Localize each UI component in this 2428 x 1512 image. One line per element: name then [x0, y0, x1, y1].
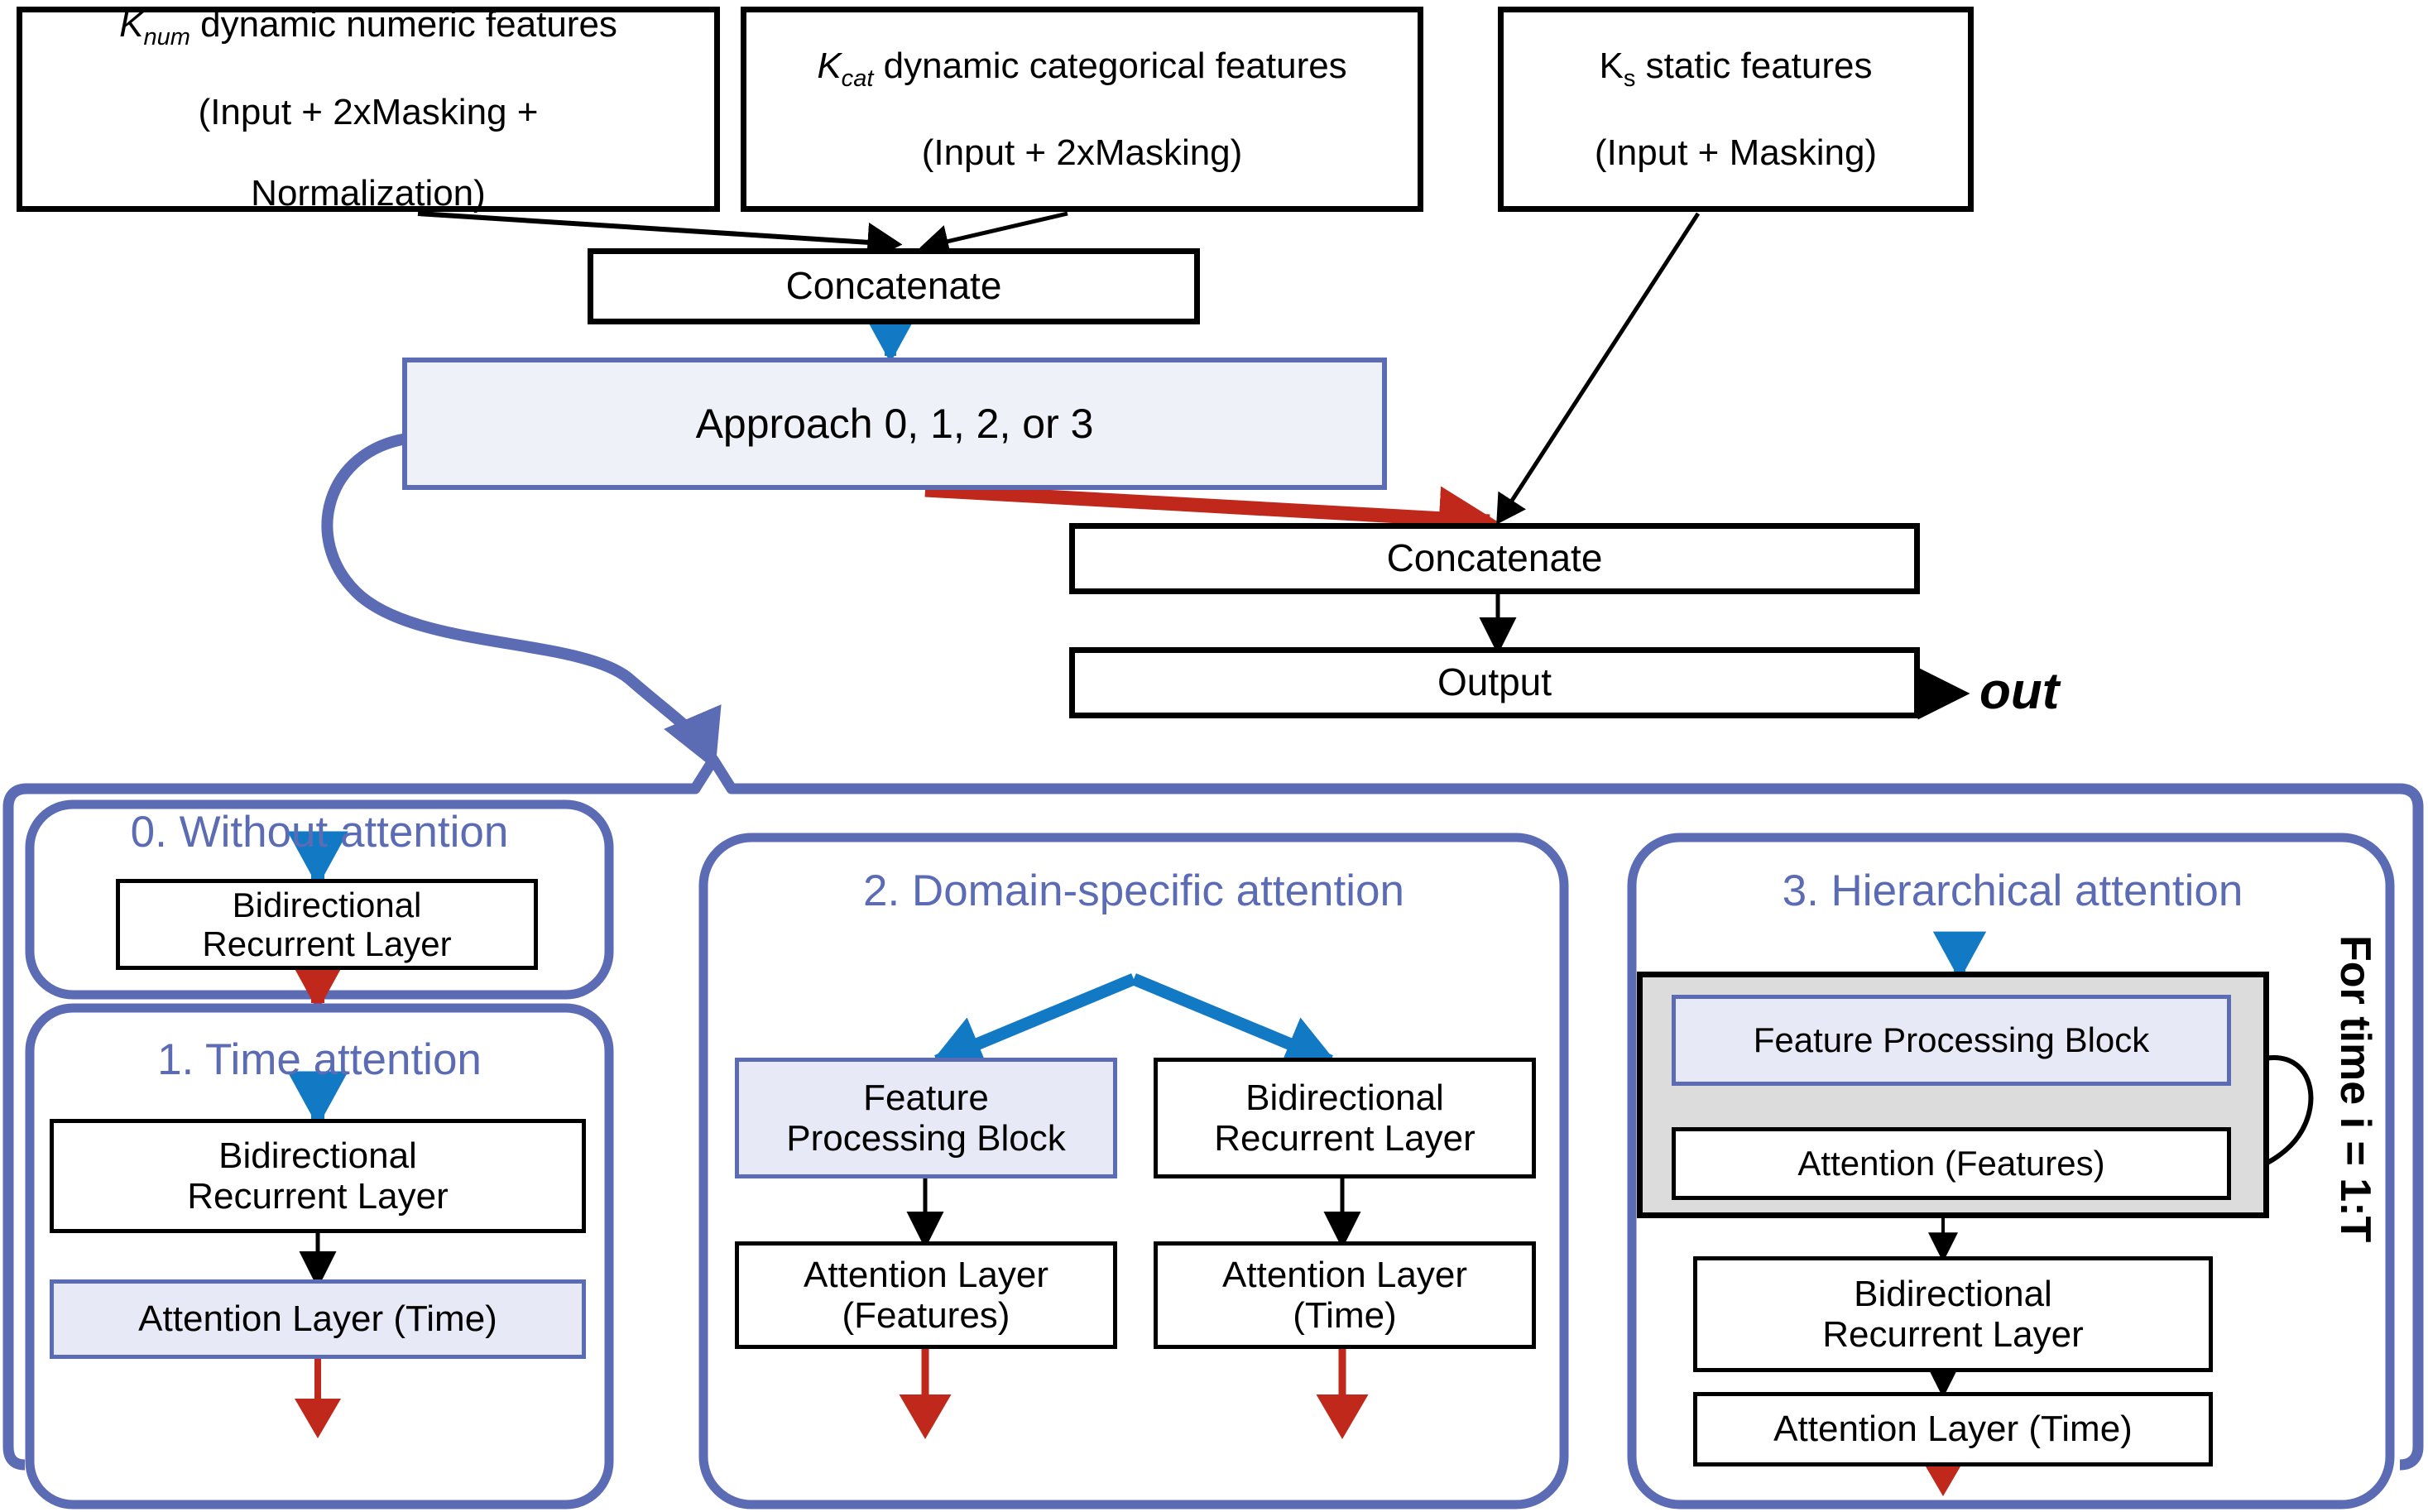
- approach-3-bidirectional-recurrent-layer: Bidirectional Recurrent Layer: [1693, 1256, 2213, 1372]
- approach-3-loop-label: For time i = 1:T: [2331, 935, 2379, 1243]
- approach-2-attention-layer-features: Attention Layer (Features): [735, 1241, 1117, 1349]
- approach-3-block-2-label: Bidirectional Recurrent Layer: [1822, 1273, 2084, 1355]
- approach-selector-box[interactable]: Approach 0, 1, 2, or 3: [402, 358, 1387, 490]
- categorical-subscript: cat: [841, 65, 874, 92]
- input-static-features-box: Ks static features (Input + Masking): [1498, 7, 1974, 212]
- output-label: Output: [1437, 660, 1552, 704]
- approaches-group-container: [2, 754, 2424, 1471]
- approach-0-block-0-label: Bidirectional Recurrent Layer: [202, 885, 452, 963]
- approach-3-block-3-label: Attention Layer (Time): [1773, 1409, 2133, 1450]
- approach-2-block-0-label: Feature Processing Block: [786, 1077, 1066, 1159]
- numeric-line3: Normalization): [251, 173, 486, 214]
- concatenate-final-label: Concatenate: [1386, 536, 1603, 580]
- concatenate-final-box: Concatenate: [1069, 523, 1920, 594]
- approach-3-block-1-label: Attention (Features): [1797, 1144, 2105, 1183]
- approach-3-attention-features: Attention (Features): [1672, 1127, 2231, 1200]
- approach-2-block-3-label: Attention Layer (Time): [1222, 1254, 1467, 1336]
- static-line2: (Input + Masking): [1594, 132, 1878, 174]
- arrow-approach-to-final-concat: [924, 482, 1499, 551]
- arrow-numeric-to-concat: [417, 211, 903, 262]
- approach-1-attention-layer-time: Attention Layer (Time): [50, 1279, 586, 1359]
- approach-2-block-2-label: Attention Layer (Features): [804, 1254, 1048, 1336]
- out-terminal-label: out: [1979, 663, 2060, 720]
- input-numeric-features-box: Knum dynamic numeric features (Input + 2…: [17, 4, 720, 214]
- categorical-symbol: K: [817, 45, 842, 86]
- static-symbol: K: [1599, 45, 1624, 86]
- approach-0-bidirectional-recurrent-layer: Bidirectional Recurrent Layer: [116, 879, 538, 970]
- static-subscript: s: [1623, 65, 1636, 92]
- categorical-line1: dynamic categorical features: [873, 45, 1347, 86]
- categorical-line2: (Input + 2xMasking): [921, 132, 1243, 174]
- approach-3-title: 3. Hierarchical attention: [1782, 866, 2243, 915]
- numeric-subscript: num: [143, 24, 190, 51]
- numeric-symbol: K: [119, 4, 144, 46]
- approach-3-feature-processing-block: Feature Processing Block: [1672, 995, 2231, 1086]
- concatenate-dynamic-box: Concatenate: [588, 248, 1200, 324]
- approach-2-title: 2. Domain-specific attention: [863, 866, 1404, 915]
- approach-selector-label: Approach 0, 1, 2, or 3: [695, 401, 1094, 447]
- input-categorical-features-box: Kcat dynamic categorical features (Input…: [741, 7, 1423, 212]
- approach-0-title: 0. Without attention: [130, 808, 509, 857]
- approach-2-block-1-label: Bidirectional Recurrent Layer: [1214, 1077, 1476, 1159]
- approach-1-panel: [25, 1003, 614, 1510]
- numeric-line1: dynamic numeric features: [190, 4, 617, 46]
- approach-1-title: 1. Time attention: [157, 1035, 482, 1084]
- approach-2-feature-processing-block: Feature Processing Block: [735, 1058, 1117, 1178]
- output-box: Output: [1069, 647, 1920, 718]
- approach-2-panel: [698, 833, 1569, 1510]
- approach-3-block-0-label: Feature Processing Block: [1753, 1020, 2150, 1060]
- approach-1-bidirectional-recurrent-layer: Bidirectional Recurrent Layer: [50, 1119, 586, 1233]
- approach-0-panel: [25, 799, 614, 1011]
- static-line1: static features: [1635, 45, 1873, 86]
- arrow-static-to-final-concat: [1496, 212, 1701, 525]
- approach-1-block-0-label: Bidirectional Recurrent Layer: [187, 1135, 449, 1217]
- concatenate-dynamic-label: Concatenate: [785, 264, 1002, 308]
- approach-1-block-1-label: Attention Layer (Time): [138, 1298, 497, 1340]
- approach-2-bidirectional-recurrent-layer: Bidirectional Recurrent Layer: [1154, 1058, 1536, 1178]
- approach-2-attention-layer-time: Attention Layer (Time): [1154, 1241, 1536, 1349]
- approach-3-attention-layer-time: Attention Layer (Time): [1693, 1392, 2213, 1466]
- curved-connector-approach-to-group: [321, 433, 722, 770]
- arrow-categorical-to-concat: [919, 211, 1068, 258]
- numeric-line2: (Input + 2xMasking +: [198, 91, 539, 132]
